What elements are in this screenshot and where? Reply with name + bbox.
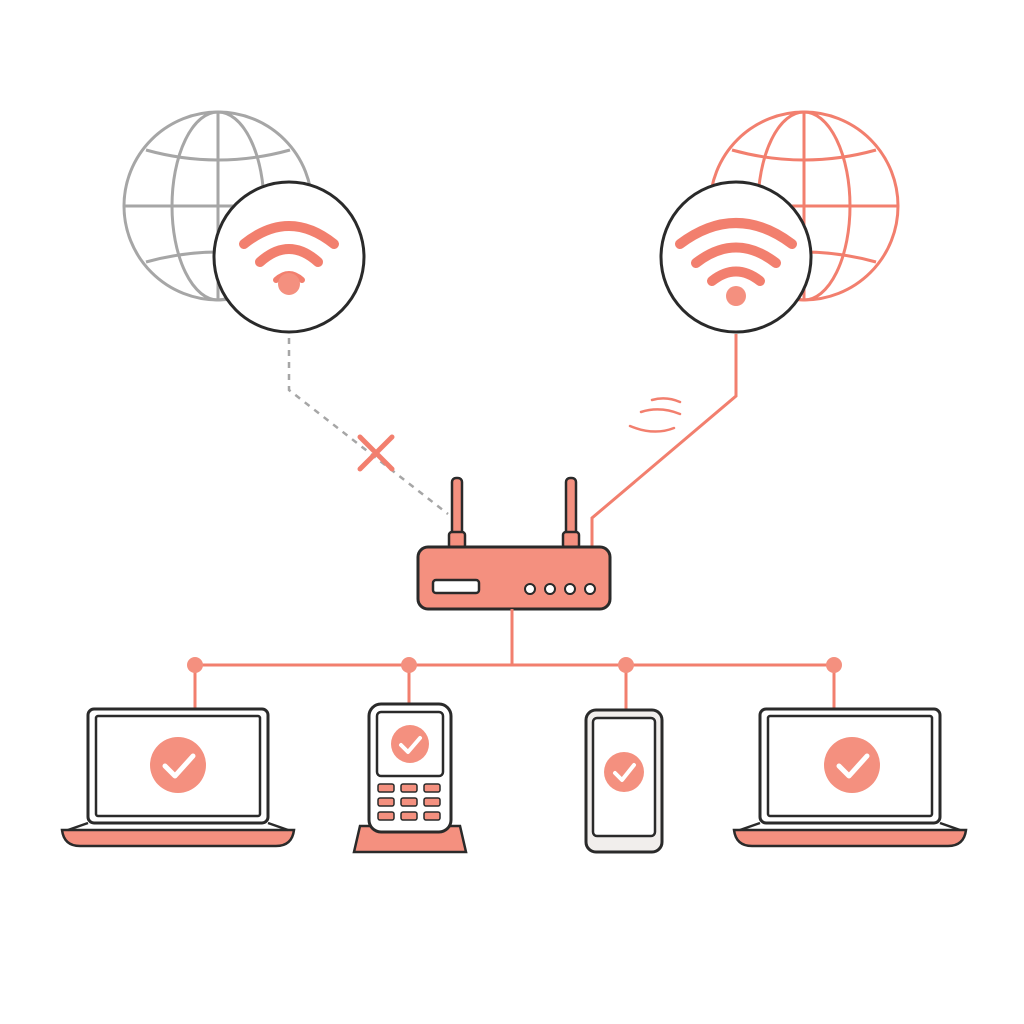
client-laptop-right <box>732 707 968 848</box>
checkmark-icon <box>836 753 870 779</box>
signal-waves-icon <box>628 397 682 433</box>
dashed-connection-line <box>287 338 449 515</box>
checkmark-icon <box>613 763 636 782</box>
checkmark-icon <box>399 736 422 754</box>
client-laptop-left <box>60 707 296 848</box>
status-badge <box>824 737 880 793</box>
isp-backup-node <box>659 110 900 334</box>
router-body <box>416 545 612 611</box>
isp-primary-node <box>122 110 366 334</box>
wifi-dot <box>278 273 300 295</box>
link-backup-active <box>590 334 738 546</box>
distribution-bus <box>193 609 836 710</box>
client-desk-phone <box>352 702 468 854</box>
x-mark-icon <box>357 434 395 472</box>
router-status-lights <box>524 583 596 595</box>
solid-connection-line <box>590 334 738 546</box>
signal-badge <box>659 180 813 334</box>
bus-junction-dots <box>187 657 842 673</box>
wifi-icon <box>675 218 797 286</box>
desk-phone-icon <box>352 702 468 854</box>
signal-badge <box>212 180 366 334</box>
wifi-dot <box>726 286 746 306</box>
link-primary-failed <box>287 338 449 515</box>
status-badge <box>391 725 429 763</box>
client-smartphone <box>584 708 664 854</box>
status-badge <box>150 737 206 793</box>
router-icon <box>416 476 612 611</box>
router-antenna-left <box>450 476 464 538</box>
router-node <box>416 476 612 611</box>
keypad <box>377 783 441 821</box>
router-antenna-right <box>564 476 578 538</box>
status-badge <box>604 752 644 792</box>
checkmark-icon <box>162 753 196 779</box>
router-display-slot <box>431 578 481 595</box>
